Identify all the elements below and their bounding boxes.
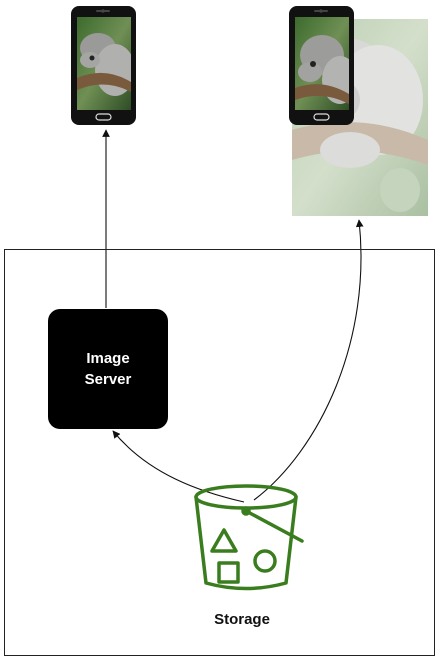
image-server-node: Image Server [48,309,168,429]
edge-storage-to-server [112,430,245,503]
edge-storage-to-phone [253,219,364,501]
image-server-label: Image Server [84,350,132,388]
storage-label: Storage [214,611,270,628]
system-boundary [4,249,435,656]
enlarged-photo [292,19,428,216]
phone-icon [71,6,136,125]
bucket-icon [194,484,304,591]
phone-icon [289,6,354,125]
